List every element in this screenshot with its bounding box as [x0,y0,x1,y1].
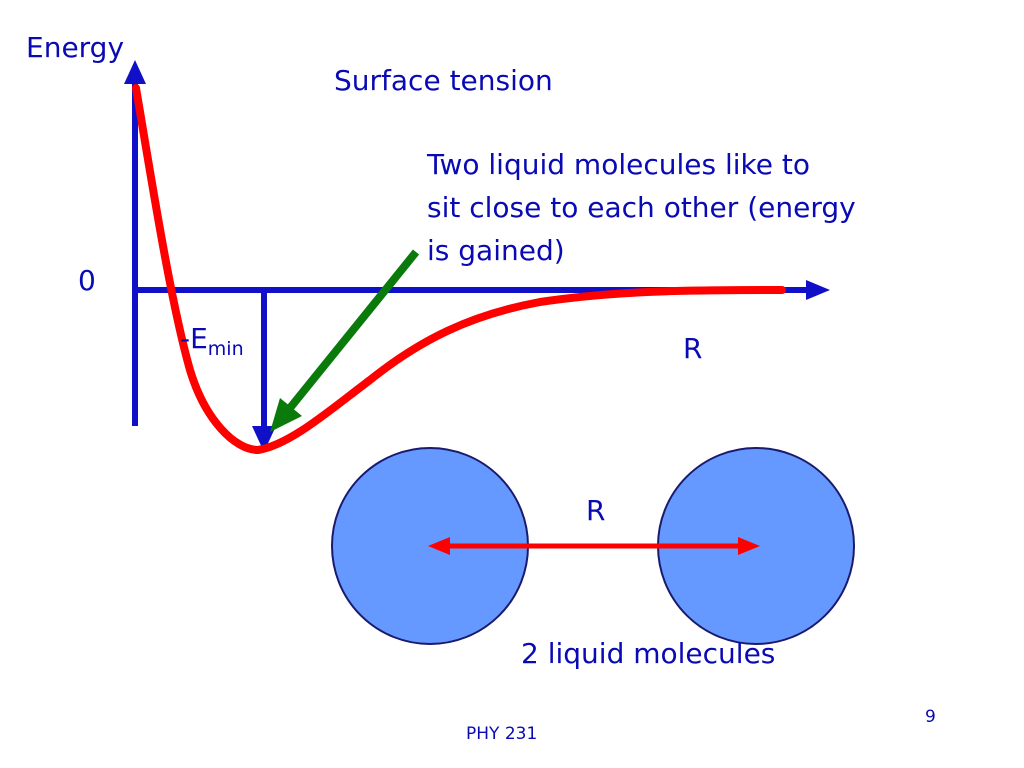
separation-arrowhead-right [738,537,760,555]
footer-course: PHY 231 [466,724,538,744]
pointer-arrow-head [270,398,302,432]
emin-marker-arrowhead [252,426,276,452]
page-number: 9 [925,707,936,727]
separation-arrowhead-left [428,537,450,555]
energy-curve [132,84,786,455]
description-line-2: sit close to each other (energy [427,191,856,224]
description-line-1: Two liquid molecules like to [427,148,810,181]
separation-label: R [586,494,606,527]
y-axis-label: Energy [26,31,125,64]
zero-label: 0 [78,264,96,297]
emin-label: -Emin [180,322,244,360]
molecules-caption: 2 liquid molecules [521,637,776,670]
pointer-arrow-shaft [286,249,420,411]
x-axis-arrowhead [806,280,830,300]
description-line-3: is gained) [427,234,565,267]
emin-prefix: -E [180,322,208,355]
description: Two liquid molecules like to sit close t… [427,143,856,272]
x-axis-label: R [683,332,703,365]
y-axis-arrowhead [124,60,146,84]
emin-subscript: min [207,338,244,360]
slide-title: Surface tension [334,64,553,97]
